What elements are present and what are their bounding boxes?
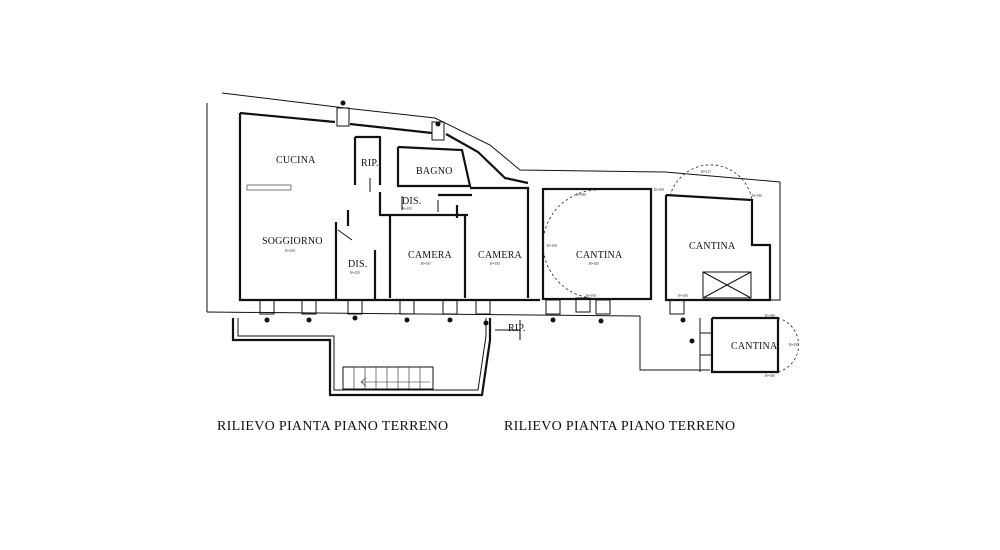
room-label-dis-left: DIS. xyxy=(348,259,367,270)
room-label-cantina-1: CANTINA xyxy=(576,250,623,261)
window-marker xyxy=(669,299,686,323)
window-marker xyxy=(442,299,458,323)
dimension-label: H=190 xyxy=(752,194,762,198)
dimension-label: H=180 xyxy=(678,294,688,298)
dimension-labels: H=180 H=190 H=190 H=190 H=215 H=190 H=18… xyxy=(547,170,799,378)
room-label-camera-1: CAMERA xyxy=(408,250,453,261)
room-label-camera-2: CAMERA xyxy=(478,250,523,261)
window-marker xyxy=(301,299,317,323)
caption-left: RILIEVO PIANTA PIANO TERRENO xyxy=(217,419,448,434)
room-height-soggiorno: H=250 xyxy=(285,249,295,253)
door-swings xyxy=(542,164,799,373)
window-marker xyxy=(399,299,415,323)
room-label-soggiorno: SOGGIORNO xyxy=(262,236,323,247)
door-openings xyxy=(337,178,521,340)
window-marker xyxy=(259,299,275,323)
window-marker xyxy=(545,299,561,323)
window-marker xyxy=(575,297,591,313)
dimension-label: H=215 xyxy=(701,170,711,174)
room-height-dis-left: H=250 xyxy=(350,271,360,275)
room-label-cantina-3: CANTINA xyxy=(731,341,778,352)
site-boundary xyxy=(206,92,781,371)
room-height-dis-top: H=195 xyxy=(402,207,412,211)
dimension-label: H=180 xyxy=(576,193,586,197)
room-label-bagno: BAGNO xyxy=(416,166,453,177)
window-marker xyxy=(595,299,611,324)
window-symbols xyxy=(259,100,713,356)
dimension-label: H=185 xyxy=(789,343,799,347)
room-label-cantina-2: CANTINA xyxy=(689,241,736,252)
window-marker xyxy=(431,121,445,141)
dimension-label: H=190 xyxy=(547,244,557,248)
room-height-camera-2: H=195 xyxy=(490,262,500,266)
dimension-label: H=190 xyxy=(586,294,596,298)
window-marker xyxy=(475,299,491,326)
room-label-cucina: CUCINA xyxy=(276,155,316,166)
window-marker xyxy=(336,100,350,127)
caption-right: RILIEVO PIANTA PIANO TERRENO xyxy=(504,419,735,434)
window-marker xyxy=(347,299,363,321)
window-marker xyxy=(689,332,713,356)
dimension-label: H=180 xyxy=(765,314,775,318)
room-height-camera-1: H=195 xyxy=(421,262,431,266)
dimension-label: H=180 xyxy=(765,374,775,378)
room-height-cantina-1: H=185 xyxy=(589,262,599,266)
room-labels: CUCINA SOGGIORNO H=250 RIP. BAGNO DIS. H… xyxy=(262,155,778,352)
room-label-rip-bottom: RIP. xyxy=(508,323,526,334)
room-label-dis-top: DIS. xyxy=(402,196,421,207)
dimension-label: H=190 xyxy=(654,188,664,192)
lower-terrace xyxy=(231,318,492,397)
room-label-rip-top: RIP. xyxy=(361,158,379,169)
